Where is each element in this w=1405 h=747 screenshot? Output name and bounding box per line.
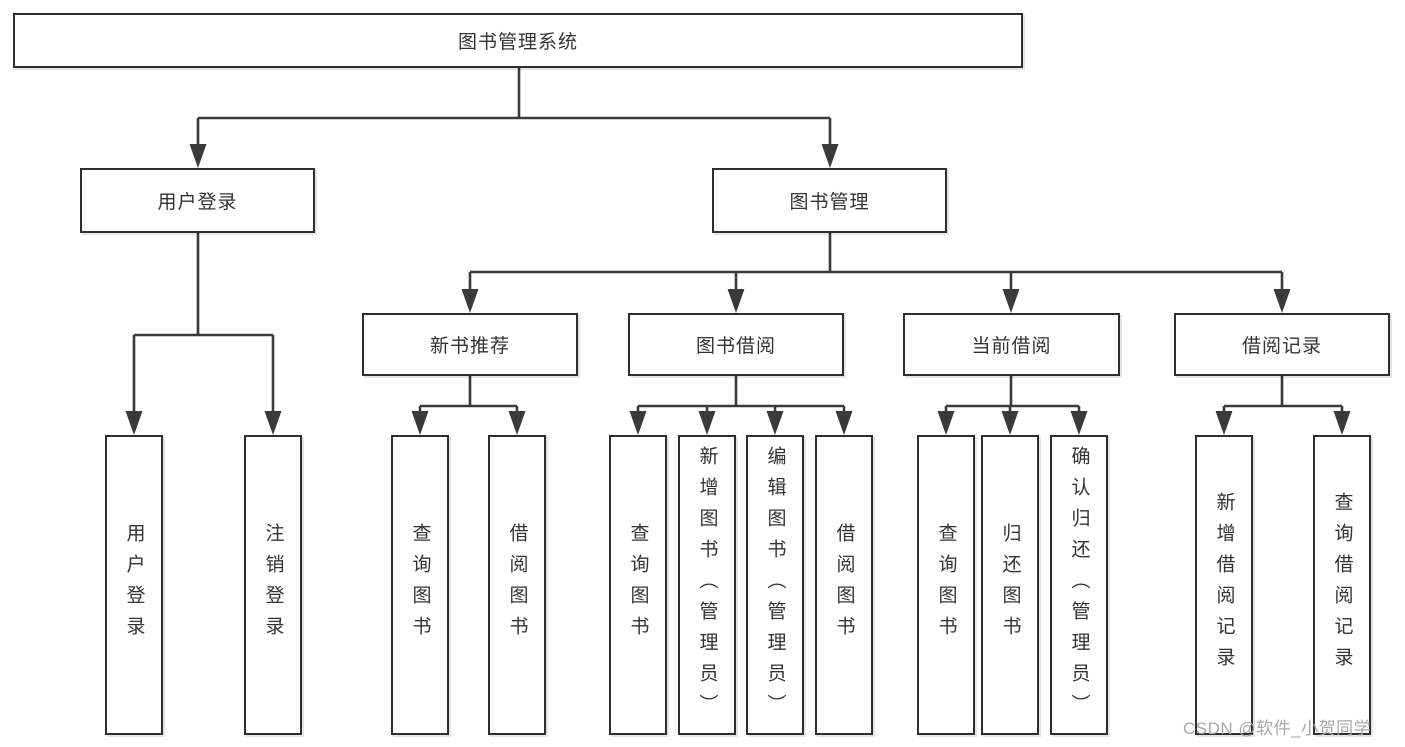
node-book-borrow: 图书借阅 xyxy=(628,313,844,376)
arrowhead-icon xyxy=(1273,289,1291,313)
leaf-label: 查询图书 xyxy=(627,523,649,647)
leaf-user-login: 用户登录 xyxy=(105,435,163,735)
leaf-label: 新增图书（管理员） xyxy=(696,445,718,725)
node-current-borrow: 当前借阅 xyxy=(903,313,1120,376)
connector-path xyxy=(132,68,1344,414)
leaf-label: 查询图书 xyxy=(935,523,957,647)
leaf-borrow-books: 借阅图书 xyxy=(815,435,873,735)
leaf-label: 确认归还（管理员） xyxy=(1068,445,1090,725)
leaf-label: 用户登录 xyxy=(123,523,145,647)
leaf-query-borrow-record: 查询借阅记录 xyxy=(1313,435,1371,735)
node-new-book-recommend: 新书推荐 xyxy=(362,313,578,376)
leaf-borrow-books-recommend: 借阅图书 xyxy=(488,435,546,735)
arrowhead-icon xyxy=(189,144,207,168)
node-label: 图书管理系统 xyxy=(457,32,578,53)
leaf-query-books-borrow: 查询图书 xyxy=(609,435,667,735)
node-label: 当前借阅 xyxy=(971,336,1052,357)
leaf-logout: 注销登录 xyxy=(244,435,302,735)
node-book-management: 图书管理 xyxy=(712,168,947,233)
leaf-label: 查询图书 xyxy=(409,523,431,647)
leaf-return-books: 归还图书 xyxy=(981,435,1039,735)
node-label: 借阅记录 xyxy=(1241,336,1322,357)
leaf-label: 新增借阅记录 xyxy=(1213,492,1235,678)
node-label: 图书管理 xyxy=(789,192,870,213)
arrowheads xyxy=(125,144,1351,435)
leaf-label: 归还图书 xyxy=(999,523,1021,647)
node-borrow-records: 借阅记录 xyxy=(1174,313,1390,376)
node-label: 新书推荐 xyxy=(429,336,510,357)
arrowhead-icon xyxy=(264,411,282,435)
leaf-query-books-current: 查询图书 xyxy=(917,435,975,735)
leaf-label: 编辑图书（管理员） xyxy=(764,445,786,725)
leaf-label: 借阅图书 xyxy=(506,523,528,647)
arrowhead-icon xyxy=(821,144,839,168)
node-root: 图书管理系统 xyxy=(13,13,1023,68)
arrowhead-icon xyxy=(1001,411,1019,435)
arrowhead-icon xyxy=(629,411,647,435)
arrowhead-icon xyxy=(125,411,143,435)
arrowhead-icon xyxy=(1333,411,1351,435)
leaf-add-borrow-record: 新增借阅记录 xyxy=(1195,435,1253,735)
arrowhead-icon xyxy=(461,289,479,313)
leaf-confirm-return-admin: 确认归还（管理员） xyxy=(1050,435,1108,735)
watermark: CSDN @软件_小贺同学 xyxy=(1183,719,1372,738)
leaf-label: 查询借阅记录 xyxy=(1331,492,1353,678)
leaf-query-books-recommend: 查询图书 xyxy=(391,435,449,735)
arrowhead-icon xyxy=(1215,411,1233,435)
node-user-login: 用户登录 xyxy=(80,168,315,233)
arrowhead-icon xyxy=(411,411,429,435)
arrowhead-icon xyxy=(766,411,784,435)
arrowhead-icon xyxy=(937,411,955,435)
node-label: 用户登录 xyxy=(157,192,238,213)
node-label: 图书借阅 xyxy=(695,336,776,357)
arrowhead-icon xyxy=(727,289,745,313)
leaf-edit-book-admin: 编辑图书（管理员） xyxy=(746,435,804,735)
leaf-label: 注销登录 xyxy=(262,523,284,647)
arrowhead-icon xyxy=(1002,289,1020,313)
arrowhead-icon xyxy=(835,411,853,435)
leaf-label: 借阅图书 xyxy=(833,523,855,647)
arrowhead-icon xyxy=(1070,411,1088,435)
arrowhead-icon xyxy=(508,411,526,435)
leaf-add-book-admin: 新增图书（管理员） xyxy=(678,435,736,735)
arrowhead-icon xyxy=(698,411,716,435)
